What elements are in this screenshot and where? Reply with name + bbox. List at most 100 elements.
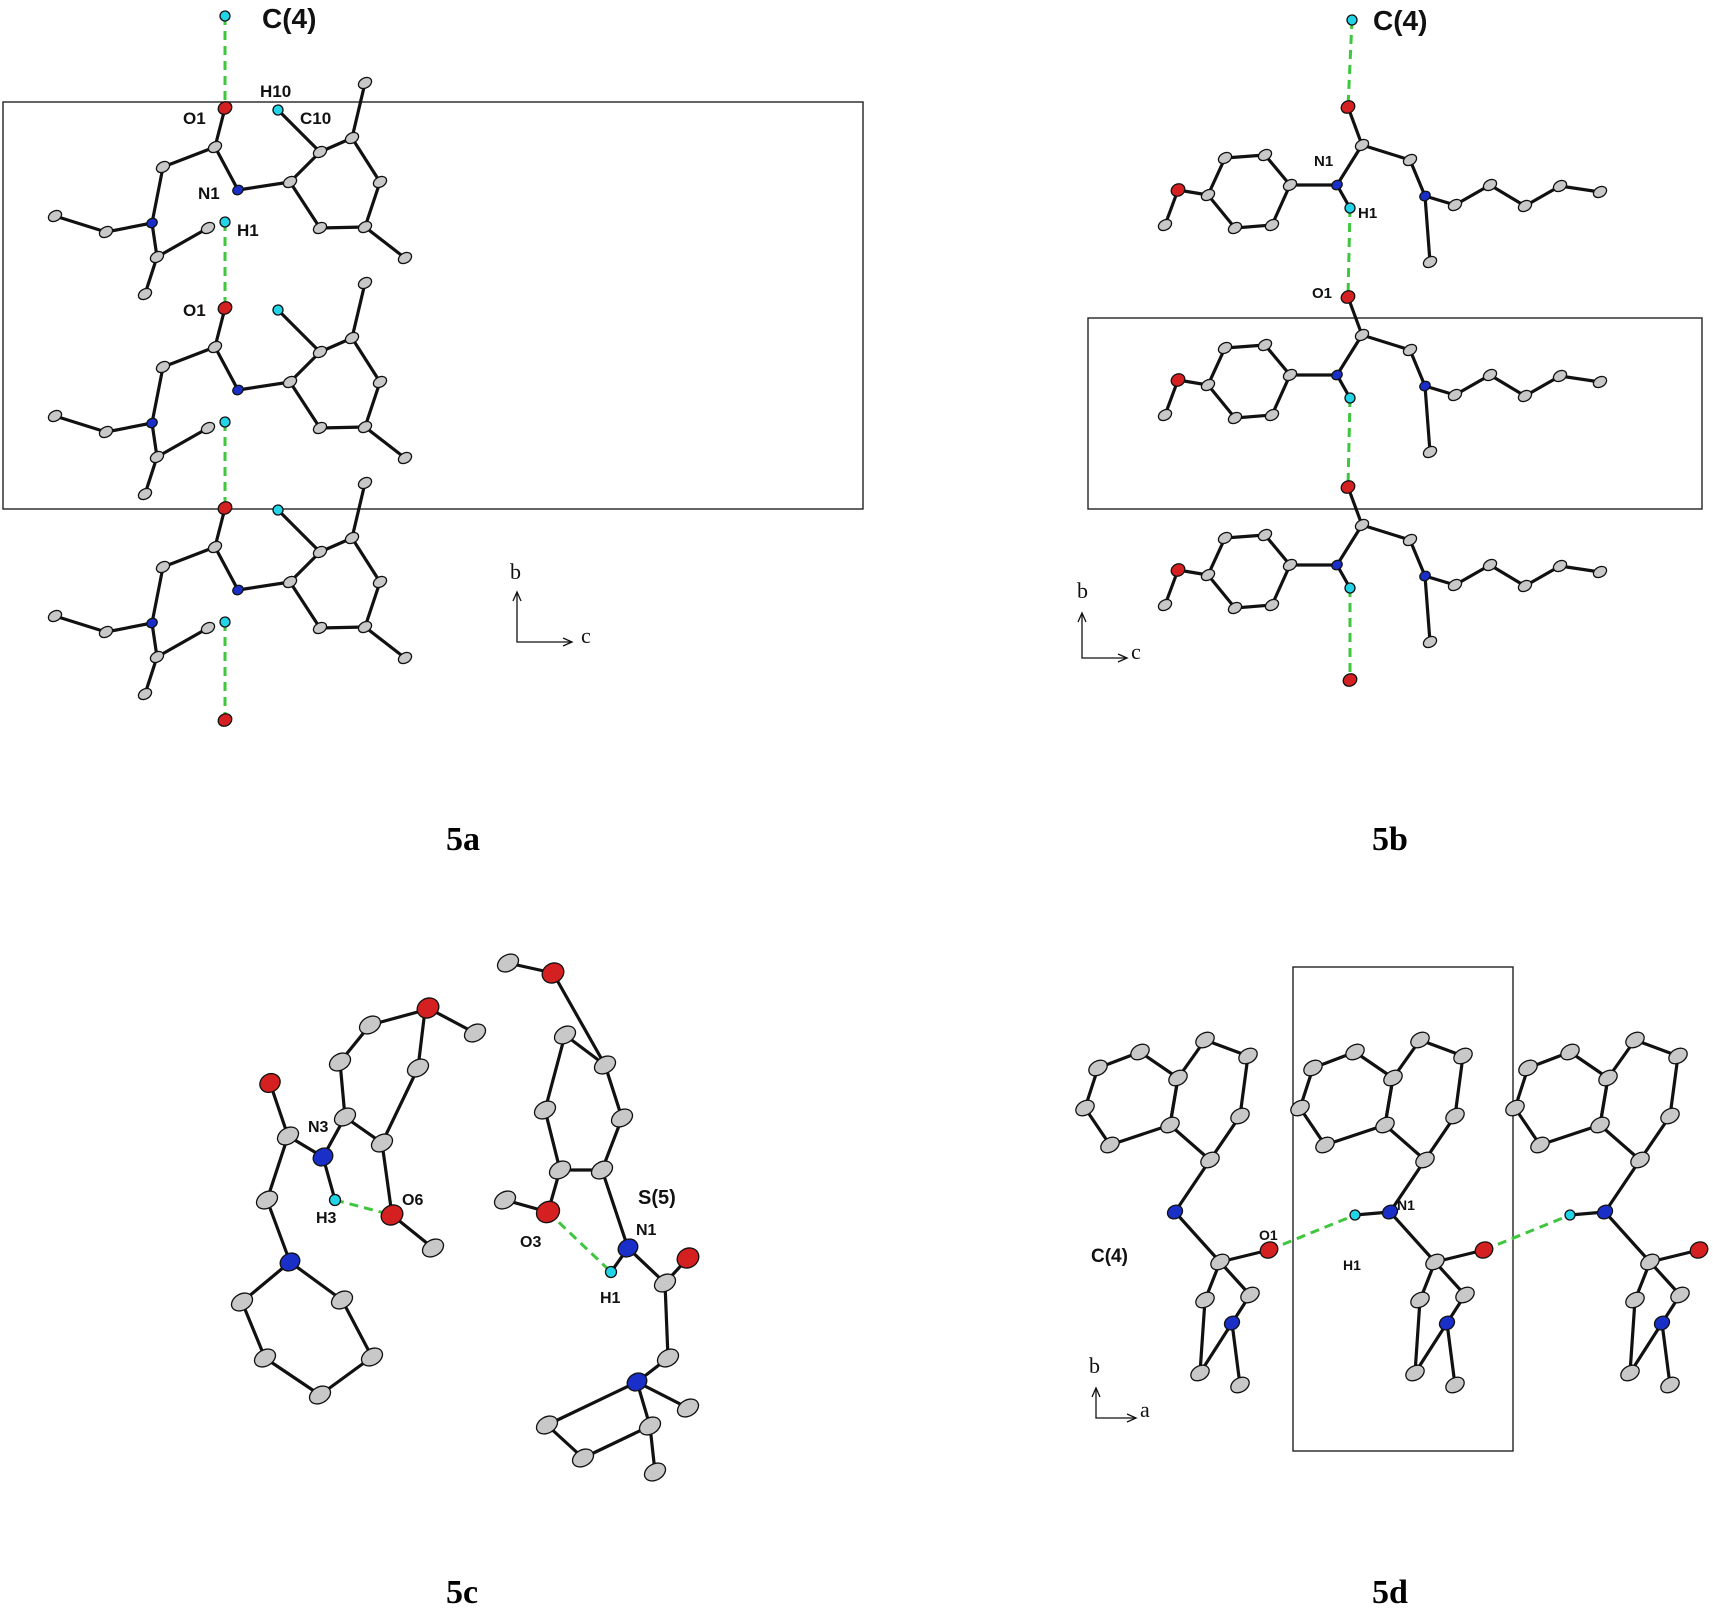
bond [1263, 153, 1292, 187]
axis-arrow [1126, 1413, 1138, 1423]
bond [1423, 384, 1432, 454]
carbon-atom [1552, 179, 1568, 193]
carbon-atom [47, 409, 63, 423]
bond [104, 421, 154, 434]
carbon-atom [1190, 1364, 1210, 1382]
carbon-atom [282, 175, 298, 189]
oxygen-atom [217, 301, 233, 315]
carbon-atom [1217, 531, 1233, 545]
carbon-atom [1230, 1107, 1250, 1125]
carbon-atom [1168, 1069, 1188, 1087]
carbon-atom [312, 545, 328, 559]
bond [350, 136, 382, 184]
hydrogen-atom [1349, 1209, 1361, 1221]
bond [1413, 1321, 1449, 1375]
bond [1263, 343, 1292, 377]
carbon-atom [1375, 1116, 1395, 1134]
nitrogen-atom [1653, 1315, 1671, 1331]
hydrogen-atom [219, 616, 231, 628]
hydrogen-atom [1344, 202, 1356, 214]
bond [236, 380, 292, 392]
bond [1668, 1054, 1680, 1118]
bond [288, 1260, 344, 1302]
nitrogen-atom [146, 217, 158, 229]
bond [236, 180, 292, 192]
carbon-atom [653, 1273, 677, 1293]
carbon-atom [1200, 1151, 1220, 1169]
carbon-atom [344, 531, 360, 545]
carbon-atom [1264, 218, 1280, 232]
oxygen-atom [1689, 1241, 1709, 1259]
atom-label-h1: H1 [237, 221, 259, 240]
nitrogen-atom [146, 617, 158, 629]
carbon-atom [593, 1055, 617, 1075]
nitrogen-atom [1419, 570, 1431, 582]
bond [363, 180, 382, 229]
carbon-atom [1482, 368, 1498, 382]
carbon-atom [1482, 178, 1498, 192]
panel-5a: C(4) O1 H10 C10 N1 H1 O1 b c 5a [183, 3, 591, 858]
oxygen-atom [1340, 290, 1356, 304]
carbon-atom [1345, 1043, 1365, 1061]
carbon-atom [1620, 1364, 1640, 1382]
carbon-atom [155, 160, 171, 174]
carbon-atom [155, 360, 171, 374]
carbon-atom [47, 209, 63, 223]
bond [363, 580, 382, 629]
carbon-atom [1517, 389, 1533, 403]
oxygen-atom [541, 962, 565, 984]
bond [363, 380, 382, 429]
carbon-atom [1303, 1059, 1323, 1077]
nitrogen-atom [626, 1372, 648, 1392]
hydrogen-atom [219, 416, 231, 428]
axis-lines [1095, 1388, 1136, 1419]
bond [1335, 333, 1364, 377]
carbon-atom [1598, 1069, 1618, 1087]
carbon-atom [312, 621, 328, 635]
bond [318, 625, 367, 630]
hydrogen-bond [1268, 1213, 1356, 1252]
carbon-atom [1518, 1059, 1538, 1077]
panel-5b: C(4) N1 H1 O1 b c 5b [1077, 5, 1427, 858]
carbon-atom [676, 1398, 700, 1418]
carbon-atom [357, 76, 373, 90]
carbon-atom [1383, 1069, 1403, 1087]
atom-label-o6: O6 [402, 1192, 423, 1209]
carbon-atom [207, 140, 223, 154]
carbon-atom [1217, 151, 1233, 165]
carbon-atom [1282, 558, 1298, 572]
carbon-atom [1455, 1286, 1475, 1304]
carbon-atom [1402, 153, 1418, 167]
carbon-atom [1200, 378, 1216, 392]
bond [1206, 536, 1227, 577]
unit-cell [2, 101, 864, 510]
hydrogen-bond [1346, 207, 1352, 298]
bond [213, 145, 240, 192]
bond [240, 1300, 267, 1360]
bond [276, 308, 322, 354]
carbon-atom [200, 421, 216, 435]
nitrogen-atom [1223, 1315, 1241, 1331]
carbon-atom [1195, 1291, 1215, 1309]
atom-label-o1: O1 [1312, 285, 1332, 302]
carbon-atom [1210, 1253, 1230, 1271]
bond [1603, 1210, 1652, 1264]
carbon-atom [1354, 328, 1370, 342]
bond [1408, 158, 1427, 198]
carbon-atom [370, 1133, 394, 1153]
bond [350, 336, 382, 384]
carbon-atom [1282, 178, 1298, 192]
carbon-atom [1625, 1291, 1645, 1309]
oxygen-atom [676, 1247, 700, 1269]
carbon-atom [1157, 408, 1173, 422]
bond [1230, 1321, 1242, 1387]
bond [276, 508, 322, 554]
panel-5d: C(4) O1 H1 N1 b a 5d [1089, 1197, 1415, 1608]
unit-cell [1292, 966, 1514, 1452]
carbon-atom [1670, 1286, 1690, 1304]
carbon-atom [1257, 338, 1273, 352]
carbon-atom [1560, 1043, 1580, 1061]
bond [1628, 1298, 1637, 1375]
atom-label-o1: O1 [183, 109, 206, 128]
atom-label-n1: N1 [198, 184, 220, 203]
